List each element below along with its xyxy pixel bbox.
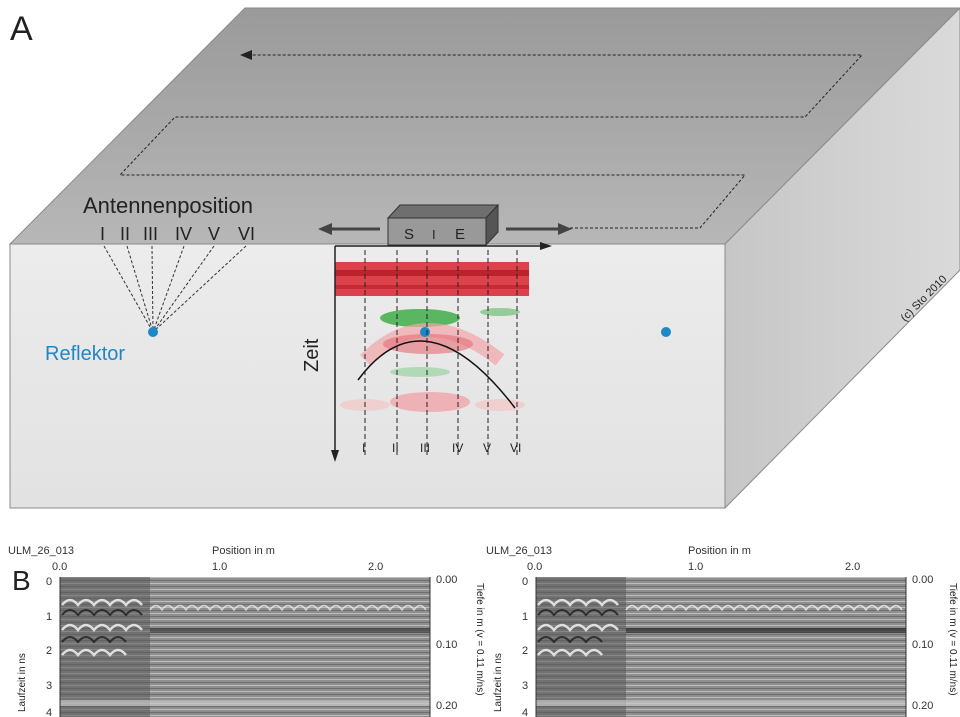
antenna-device: S I E	[386, 203, 500, 247]
rg2-y-tick-0: 0	[522, 576, 528, 588]
trace-label-3: III	[420, 441, 430, 455]
radargram-1: ULM_26_013 Position in m 0.0 1.0 2.0	[8, 545, 485, 717]
radargram-2: ULM_26_013 Position in m 0.0 1.0 2.0	[486, 545, 958, 717]
rg2-y-tick-4: 4	[522, 707, 528, 717]
rg2-y-tick-3: 3	[522, 680, 528, 692]
rg1-x-tick-2: 2.0	[368, 561, 383, 573]
device-label-e: E	[455, 226, 465, 243]
panel-b: B ULM_26_013 Position in m 0.0 1.0 2.0	[8, 545, 958, 717]
radargram-inset: Zeit I II III IV V VI	[301, 242, 552, 462]
rg2-depth-tick-1: 0.10	[912, 639, 933, 651]
rg2-y-right-label: Tiefe in m (v = 0.11 m/ns)	[947, 583, 958, 696]
hyperbola-curve	[357, 340, 516, 409]
raypaths	[103, 245, 247, 333]
rg1-y-tick-2: 2	[46, 645, 52, 657]
rg1-x-tick-0: 0.0	[52, 561, 67, 573]
rg1-y-tick-4: 4	[46, 707, 52, 717]
device-label-i: I	[432, 227, 436, 242]
rg2-y-tick-2: 2	[522, 645, 528, 657]
rg2-x-tick-2: 2.0	[845, 561, 860, 573]
antenna-pos-4: IV	[175, 224, 192, 244]
antenna-pos-3: III	[143, 224, 158, 244]
rg1-y-tick-1: 1	[46, 611, 52, 623]
rg1-depth-tick-0: 0.00	[436, 574, 457, 586]
path-arrowhead	[240, 50, 252, 60]
trace-label-1: I	[362, 441, 365, 455]
rg1-y-left-label: Laufzeit in ns	[17, 653, 28, 712]
movement-arrows	[318, 223, 572, 235]
antenna-pos-1: I	[100, 224, 105, 244]
trace-label-6: VI	[510, 441, 521, 455]
reflector-point-center	[420, 327, 430, 337]
trace-label-2: II	[392, 441, 399, 455]
survey-path	[118, 54, 864, 229]
rg1-y-tick-0: 0	[46, 576, 52, 588]
rg2-y-left-label: Laufzeit in ns	[493, 653, 504, 712]
antenna-position-label: Antennenposition	[83, 193, 253, 218]
rg2-x-label: Position in m	[688, 545, 751, 557]
trace-label-5: V	[483, 441, 491, 455]
reflector-point-right	[661, 327, 671, 337]
panel-a: A S I E Antennenposition I II II	[8, 7, 960, 510]
reflector-label: Reflektor	[45, 343, 125, 365]
antenna-pos-6: VI	[238, 224, 255, 244]
rg2-depth-tick-2: 0.20	[912, 700, 933, 712]
rg1-y-right-label: Tiefe in m (v = 0.11 m/ns)	[474, 583, 485, 696]
rg2-title: ULM_26_013	[486, 545, 552, 557]
rg2-y-tick-1: 1	[522, 611, 528, 623]
rg2-depth-tick-0: 0.00	[912, 574, 933, 586]
panel-a-letter: A	[10, 10, 33, 48]
antenna-position-numerals: I II III IV V VI	[100, 224, 255, 244]
antenna-pos-5: V	[208, 224, 220, 244]
rg1-title: ULM_26_013	[8, 545, 74, 557]
rg1-x-label: Position in m	[212, 545, 275, 557]
rg1-depth-tick-1: 0.10	[436, 639, 457, 651]
rg1-y-tick-3: 3	[46, 680, 52, 692]
rg1-x-tick-1: 1.0	[212, 561, 227, 573]
rg1-depth-tick-2: 0.20	[436, 700, 457, 712]
panel-b-letter: B	[12, 565, 31, 596]
rg2-x-tick-0: 0.0	[527, 561, 542, 573]
reflector-point-left	[148, 327, 158, 337]
rg2-x-tick-1: 1.0	[688, 561, 703, 573]
antenna-pos-2: II	[120, 224, 130, 244]
trace-label-4: IV	[452, 441, 463, 455]
time-axis-label: Zeit	[301, 338, 323, 372]
device-label-s: S	[404, 226, 414, 243]
